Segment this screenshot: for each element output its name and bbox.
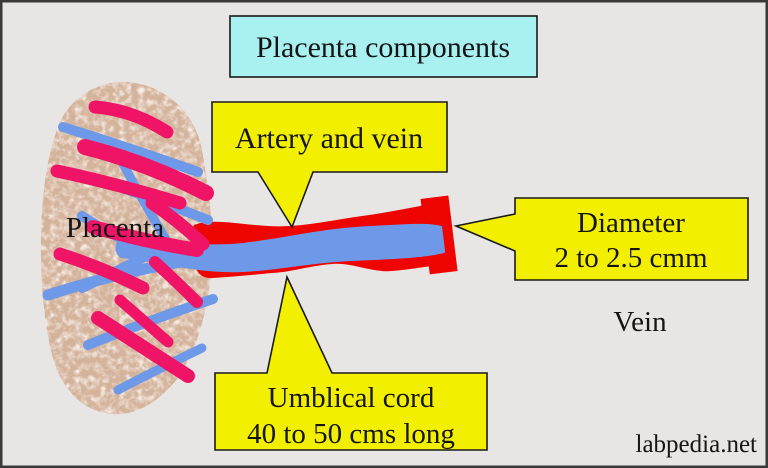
- watermark: labpedia.net: [636, 431, 758, 458]
- callout-artery-vein-label: Artery and vein: [235, 122, 423, 155]
- callout-umbilical-line1: Umblical cord: [268, 382, 435, 414]
- callout-diameter-line1: Diameter: [577, 207, 685, 239]
- placenta-arteries: [50, 100, 214, 383]
- diagram-title: Placenta components: [256, 31, 510, 64]
- callout-umbilical-line2: 40 to 50 cms long: [247, 418, 455, 450]
- title-box: [229, 15, 538, 78]
- callout-umbilical-cord: [214, 274, 488, 451]
- callout-artery-vein: [211, 101, 448, 229]
- callout-diameter-line2: 2 to 2.5 cmm: [554, 242, 707, 274]
- vein-label: Vein: [613, 306, 667, 338]
- placenta-label: Placenta: [66, 212, 164, 244]
- callout-diameter: [453, 197, 749, 281]
- diameter-bracket: [420, 195, 458, 275]
